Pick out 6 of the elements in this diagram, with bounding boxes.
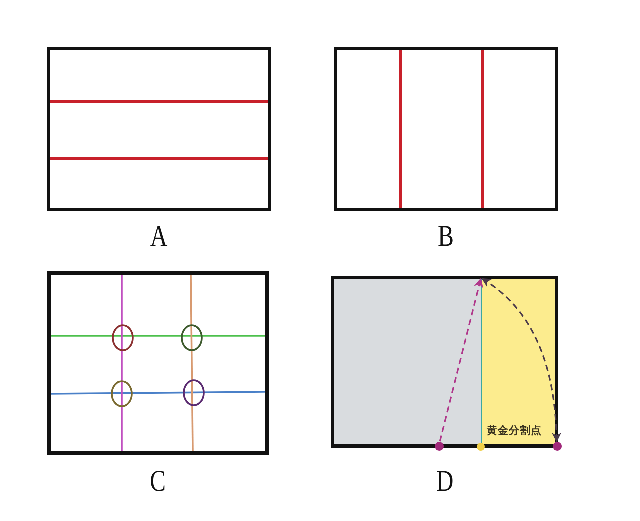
panel-label: C bbox=[150, 467, 166, 497]
dashed-arrow bbox=[439, 278, 484, 442]
panel-label: B bbox=[438, 222, 454, 252]
panel-label: A bbox=[150, 222, 168, 252]
panel-label: D bbox=[436, 467, 454, 497]
section-label: 黄金分割点 bbox=[487, 425, 542, 438]
